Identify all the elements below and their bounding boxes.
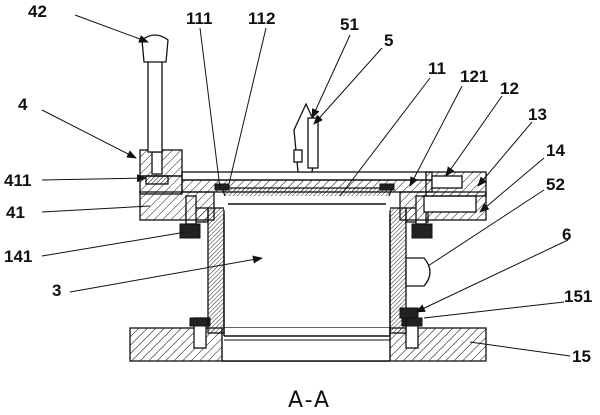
label-151: 151 xyxy=(564,287,592,306)
label-3: 3 xyxy=(52,281,61,300)
handle-42 xyxy=(141,34,169,153)
label-141: 141 xyxy=(4,247,32,266)
label-121: 121 xyxy=(460,67,488,86)
leader-lines xyxy=(41,14,571,357)
label-4: 4 xyxy=(18,95,28,114)
label-112: 112 xyxy=(248,9,275,28)
label-411: 411 xyxy=(4,171,31,190)
label-14: 14 xyxy=(546,141,565,160)
section-caption: A-A xyxy=(288,388,331,413)
disk-11 xyxy=(214,183,395,210)
cylinder-3 xyxy=(207,207,407,341)
ring-14 xyxy=(139,191,487,221)
bracket-5 xyxy=(293,102,319,173)
label-13: 13 xyxy=(528,105,547,124)
label-111: 111 xyxy=(186,9,213,28)
label-41: 41 xyxy=(6,203,25,222)
side-pipe-52 xyxy=(405,257,431,287)
label-15: 15 xyxy=(572,347,591,366)
bolt-6 xyxy=(399,307,419,319)
label-51: 51 xyxy=(340,15,359,34)
label-52: 52 xyxy=(546,175,565,194)
label-12: 12 xyxy=(500,79,519,98)
label-5: 5 xyxy=(384,31,393,50)
label-6: 6 xyxy=(562,225,571,244)
label-42: 42 xyxy=(28,2,47,21)
label-11: 11 xyxy=(428,59,446,78)
clamp-4 xyxy=(139,149,183,195)
base-plate-15 xyxy=(129,317,487,362)
